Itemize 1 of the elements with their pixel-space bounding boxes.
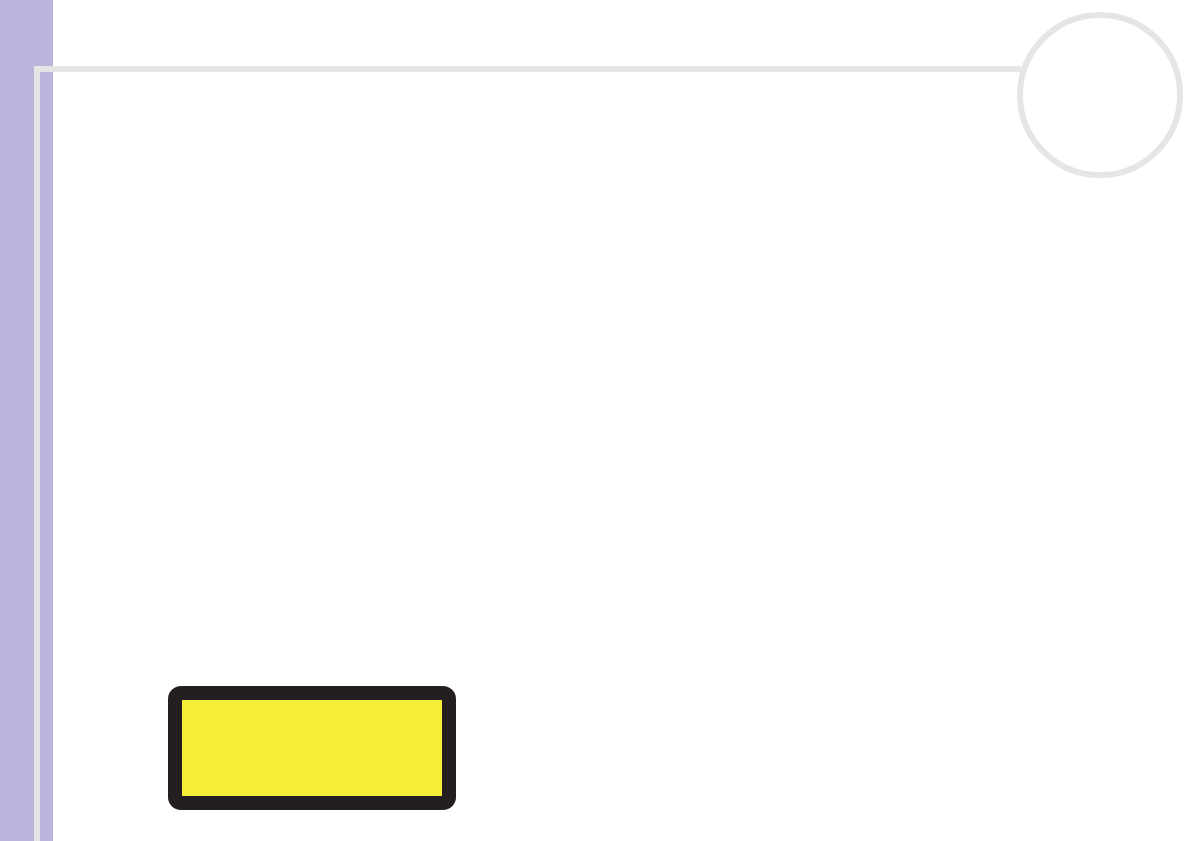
warning-label [168,686,456,810]
